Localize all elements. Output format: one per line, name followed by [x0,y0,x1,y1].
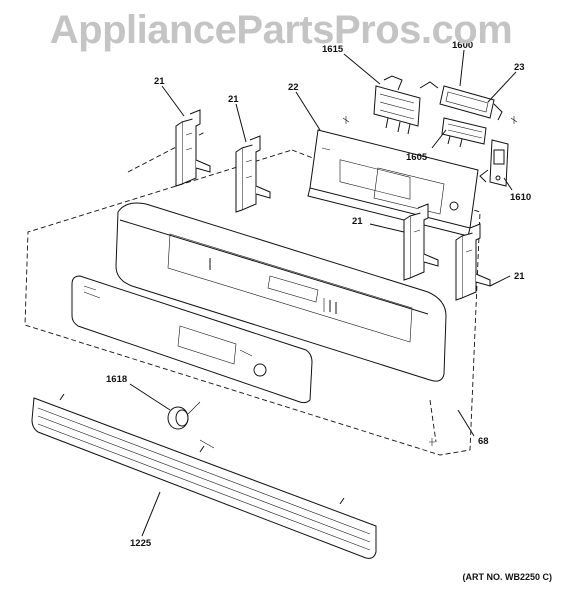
callout-1615: 1615 [322,44,344,55]
callout-1610: 1610 [510,192,531,203]
switch-1610[interactable] [479,139,509,187]
callout-1225: 1225 [130,538,152,549]
bracket-part-4[interactable] [455,223,491,301]
callout-1600: 1600 [452,40,473,51]
callout-1605: 1605 [406,152,428,163]
callout-21-a: 21 [154,76,165,87]
control-board-1615[interactable] [373,75,439,135]
callout-labels: 21 21 22 1615 1600 23 1605 1610 21 21 16… [106,40,531,549]
glass-overlay-panel[interactable] [71,275,313,404]
screws [342,116,518,446]
callout-21-c: 21 [352,216,363,227]
watermark: AppliancePartsPros.com [49,8,513,52]
art-number: (ART NO. WB2250 C) [462,572,552,582]
rear-control-panel[interactable] [307,129,479,237]
callout-21-b: 21 [228,94,239,105]
control-knob[interactable] [167,401,201,430]
leader-lines [129,49,517,537]
callout-68: 68 [478,436,489,447]
bracket-part-2[interactable] [235,135,271,213]
control-board-1605[interactable] [441,117,487,148]
front-control-panel[interactable] [115,202,447,382]
callout-23: 23 [514,62,525,73]
display-board-1600[interactable] [439,85,503,121]
front-trim[interactable] [31,393,377,559]
callout-1618: 1618 [106,374,127,385]
callout-22: 22 [288,82,299,93]
callout-21-d: 21 [514,271,525,282]
bracket-part-3[interactable] [403,203,439,281]
bracket-part-1[interactable] [175,109,211,187]
